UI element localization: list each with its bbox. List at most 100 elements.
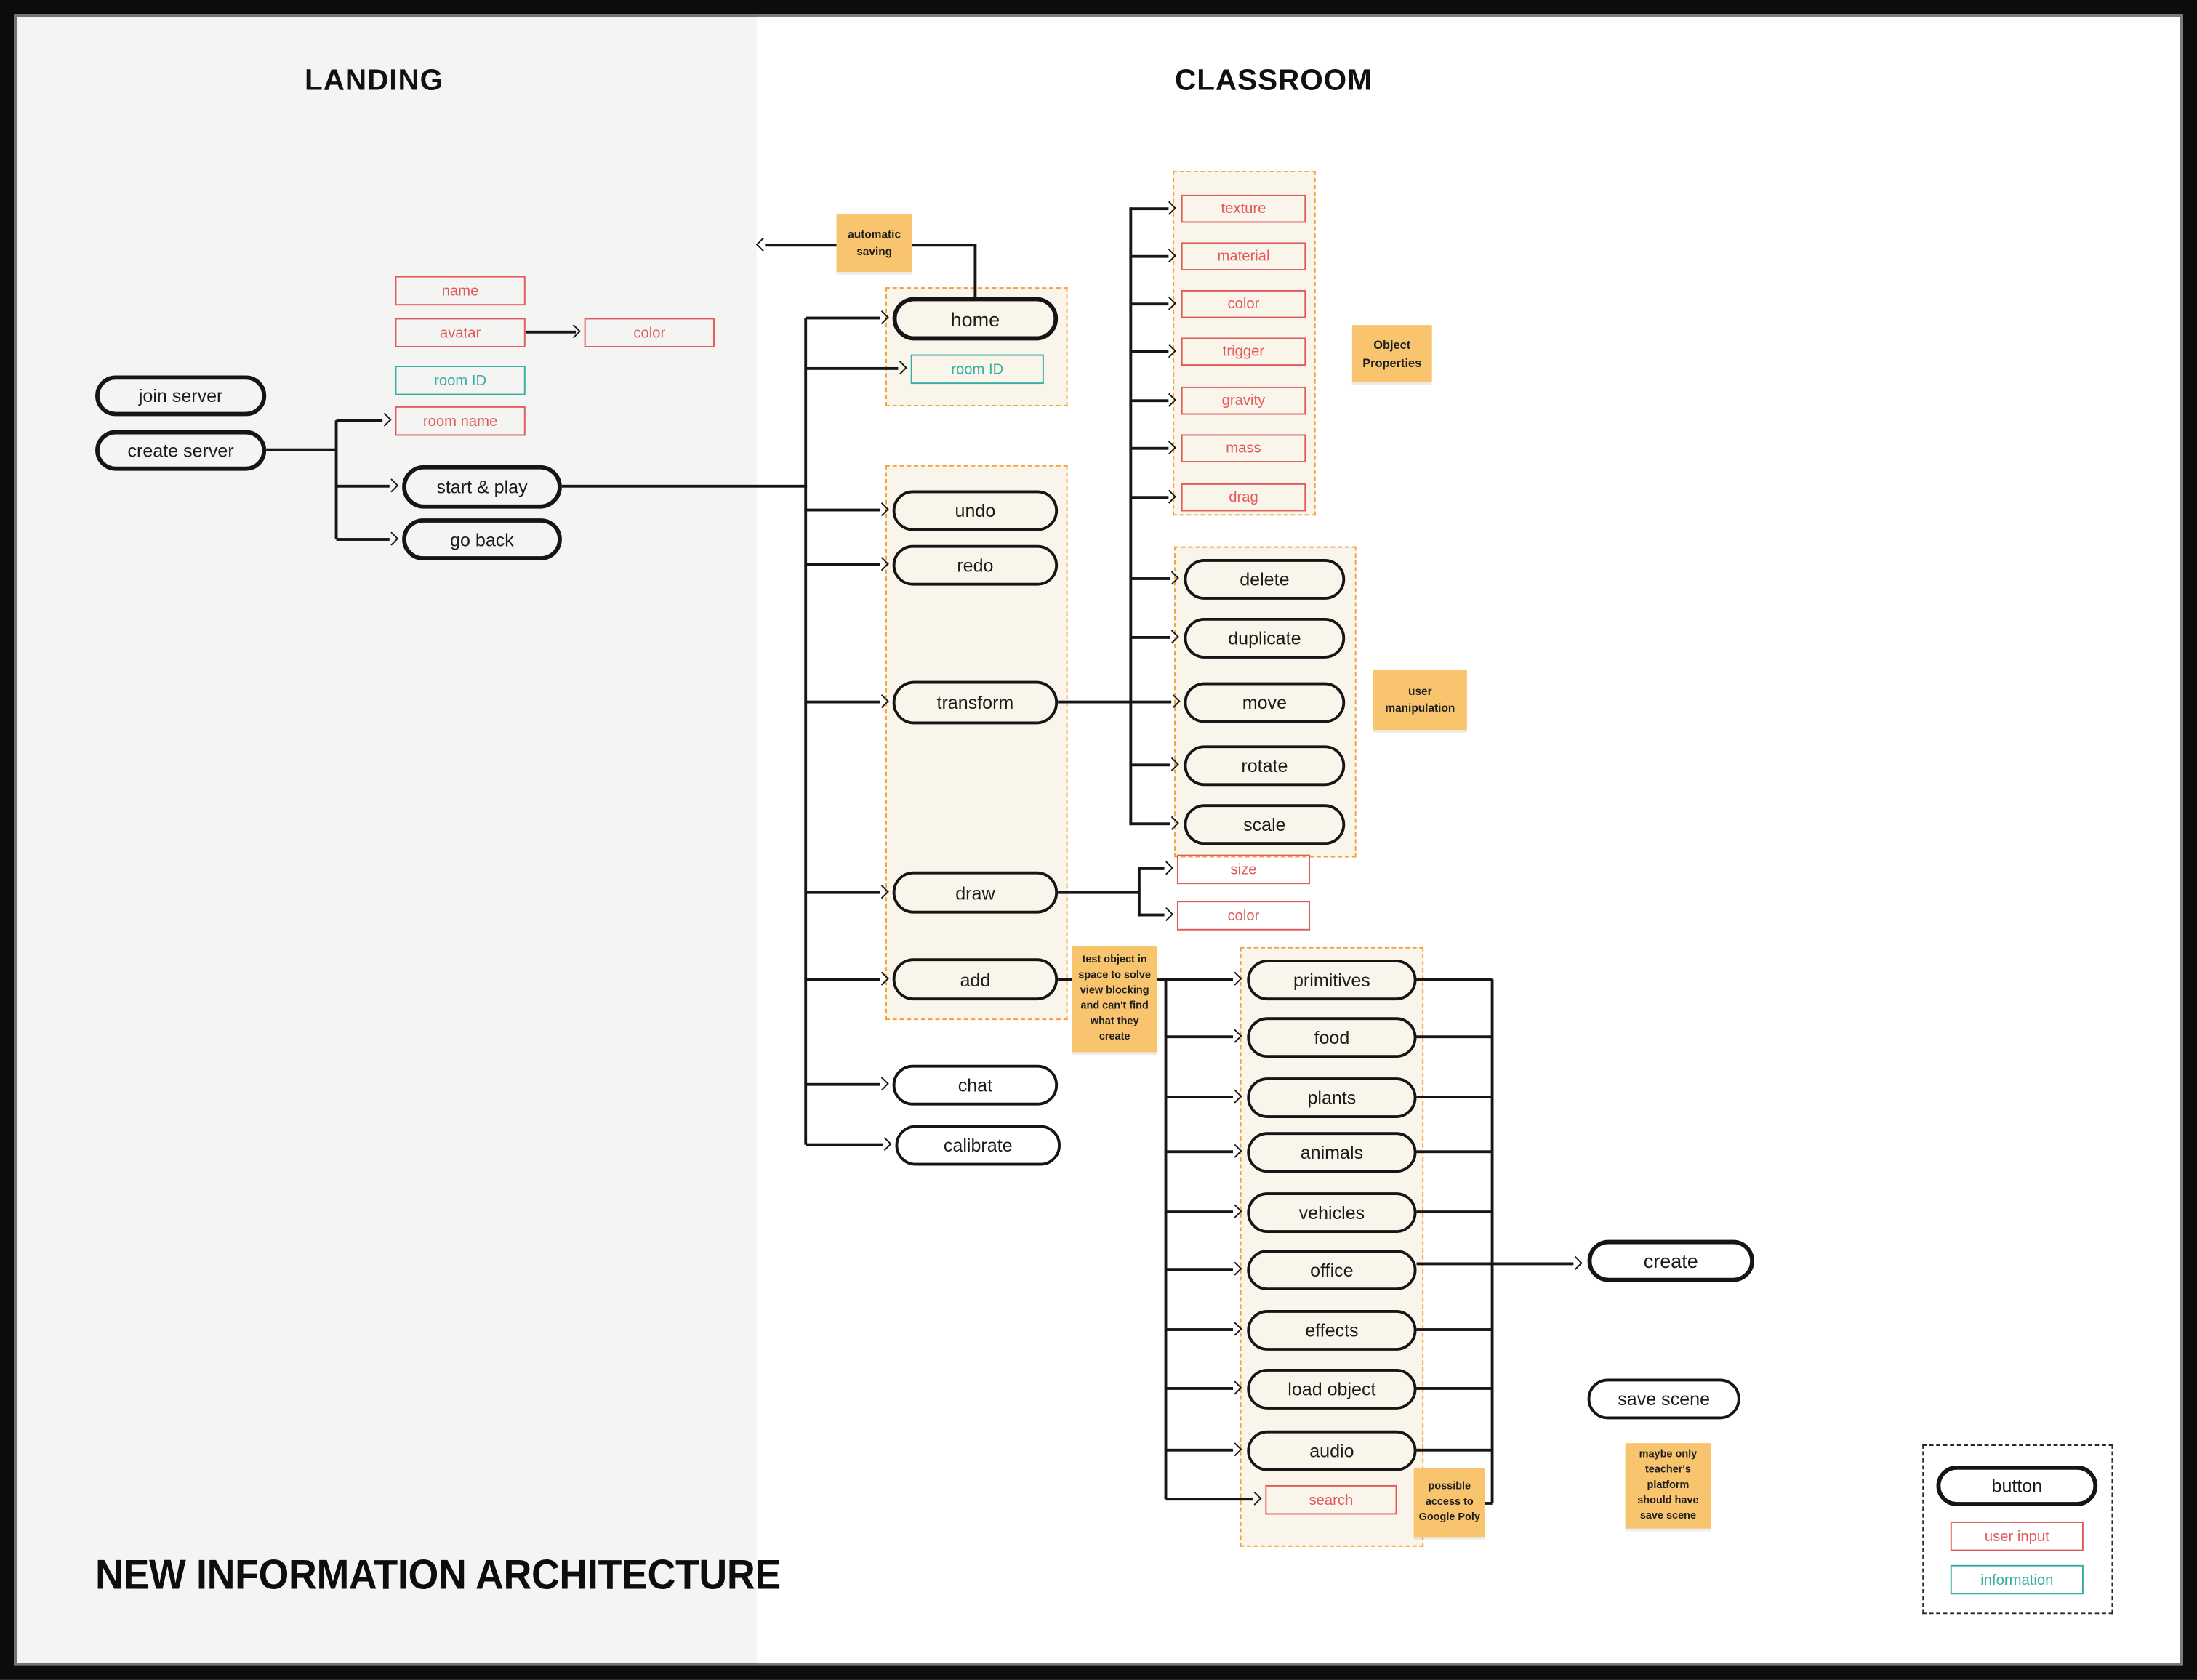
note-user-manipulation: user manipulation: [1373, 670, 1467, 731]
connector-line: [973, 245, 976, 297]
move-button[interactable]: move: [1184, 682, 1346, 723]
connector-line: [806, 700, 880, 703]
room-name-input[interactable]: room name: [395, 406, 526, 436]
home-button[interactable]: home: [892, 297, 1059, 341]
legend: [1922, 1444, 2113, 1615]
effects-button[interactable]: effects: [1247, 1310, 1417, 1351]
note-object-properties: Object Properties: [1351, 325, 1432, 383]
redo-button[interactable]: redo: [892, 544, 1059, 586]
connector-line: [1416, 1328, 1493, 1331]
search-input[interactable]: search: [1265, 1484, 1397, 1515]
connector-line: [334, 420, 337, 540]
start-play-button[interactable]: start & play: [402, 465, 562, 509]
food-button[interactable]: food: [1247, 1017, 1417, 1058]
connector-line: [1416, 1096, 1493, 1098]
connector-line: [806, 1143, 883, 1146]
arrowhead: [1159, 861, 1174, 875]
create-server-button[interactable]: create server: [95, 430, 267, 471]
connector-line: [1165, 978, 1234, 981]
connector-line: [1130, 763, 1170, 766]
transform-button[interactable]: transform: [892, 680, 1059, 725]
scale-button[interactable]: scale: [1184, 804, 1346, 845]
audio-button[interactable]: audio: [1247, 1430, 1417, 1471]
connector-line: [1137, 867, 1165, 870]
connector-line: [1416, 1448, 1493, 1451]
connector-line: [806, 978, 880, 981]
rotate-button[interactable]: rotate: [1184, 745, 1346, 787]
note-test-object: test object in space to solve view block…: [1072, 945, 1157, 1053]
connector-line: [1130, 350, 1169, 353]
connector-line: [1130, 822, 1170, 825]
vehicles-button[interactable]: vehicles: [1247, 1192, 1417, 1234]
connector-line: [1165, 1035, 1234, 1038]
connector-line: [1130, 446, 1169, 449]
connector-line: [1165, 1498, 1253, 1500]
load-object-button[interactable]: load object: [1247, 1368, 1417, 1410]
connector-line: [765, 244, 837, 246]
legend-information-sample: information: [1950, 1564, 2084, 1595]
connector-line: [806, 891, 880, 893]
connector-line: [1130, 254, 1169, 257]
connector-line: [1129, 207, 1132, 826]
gravity-input[interactable]: gravity: [1181, 386, 1306, 415]
connector-line: [336, 538, 390, 541]
arrowhead: [1568, 1255, 1583, 1271]
note-save-scene-teacher: maybe only teacher's platform should hav…: [1625, 1443, 1711, 1529]
save-scene-button[interactable]: save scene: [1587, 1378, 1740, 1420]
connector-line: [1164, 979, 1167, 1500]
classroom-header: CLASSROOM: [1175, 64, 1373, 97]
trigger-input[interactable]: trigger: [1181, 337, 1306, 366]
connector-line: [1165, 1096, 1234, 1098]
legend-button-sample: button: [1936, 1465, 2098, 1506]
avatar-input[interactable]: avatar: [395, 318, 526, 347]
connector-line: [1416, 1035, 1493, 1038]
material-input[interactable]: material: [1181, 242, 1306, 270]
mass-input[interactable]: mass: [1181, 434, 1306, 463]
delete-button[interactable]: delete: [1184, 558, 1346, 600]
connector-line: [1058, 891, 1139, 893]
room-id-display[interactable]: room ID: [910, 354, 1044, 385]
join-server-button[interactable]: join server: [95, 375, 267, 417]
primitives-button[interactable]: primitives: [1247, 960, 1417, 1001]
connector-line: [1416, 978, 1493, 981]
connector-line: [1130, 207, 1169, 210]
connector-line: [1165, 1448, 1234, 1451]
create-button[interactable]: create: [1587, 1239, 1754, 1282]
draw-size-input[interactable]: size: [1176, 854, 1311, 885]
draw-color-input[interactable]: color: [1176, 901, 1311, 931]
draw-button[interactable]: draw: [892, 871, 1059, 914]
arrowhead: [755, 237, 770, 252]
arrowhead: [877, 1137, 892, 1152]
connector-line: [1490, 979, 1493, 1503]
connector-line: [525, 330, 577, 333]
connector-line: [1416, 1150, 1493, 1153]
add-button[interactable]: add: [892, 958, 1059, 1001]
undo-button[interactable]: undo: [892, 490, 1059, 531]
connector-line: [806, 563, 880, 566]
go-back-button[interactable]: go back: [402, 518, 562, 560]
office-button[interactable]: office: [1247, 1250, 1417, 1291]
color-input[interactable]: color: [1181, 289, 1306, 318]
plants-button[interactable]: plants: [1247, 1077, 1417, 1118]
connector-line: [1130, 496, 1169, 499]
connector-line: [1130, 577, 1170, 580]
name-input[interactable]: name: [395, 276, 526, 306]
connector-line: [1416, 1262, 1574, 1265]
chat-button[interactable]: chat: [892, 1064, 1059, 1106]
animals-button[interactable]: animals: [1247, 1132, 1417, 1173]
calibrate-button[interactable]: calibrate: [895, 1125, 1061, 1166]
avatar-color-input[interactable]: color: [584, 318, 715, 347]
texture-input[interactable]: texture: [1181, 194, 1306, 223]
duplicate-button[interactable]: duplicate: [1184, 617, 1346, 659]
connector-line: [1130, 302, 1169, 305]
connector-line: [1165, 1268, 1234, 1271]
note-google-poly: possible access to Google Poly: [1413, 1468, 1485, 1538]
connector-line: [1165, 1328, 1234, 1331]
legend-user-input-sample: user input: [1950, 1522, 2084, 1551]
connector-line: [1130, 399, 1169, 402]
room-id-info[interactable]: room ID: [395, 366, 526, 395]
drag-input[interactable]: drag: [1181, 483, 1306, 512]
connector-line: [804, 318, 807, 1145]
connector-line: [806, 366, 899, 370]
